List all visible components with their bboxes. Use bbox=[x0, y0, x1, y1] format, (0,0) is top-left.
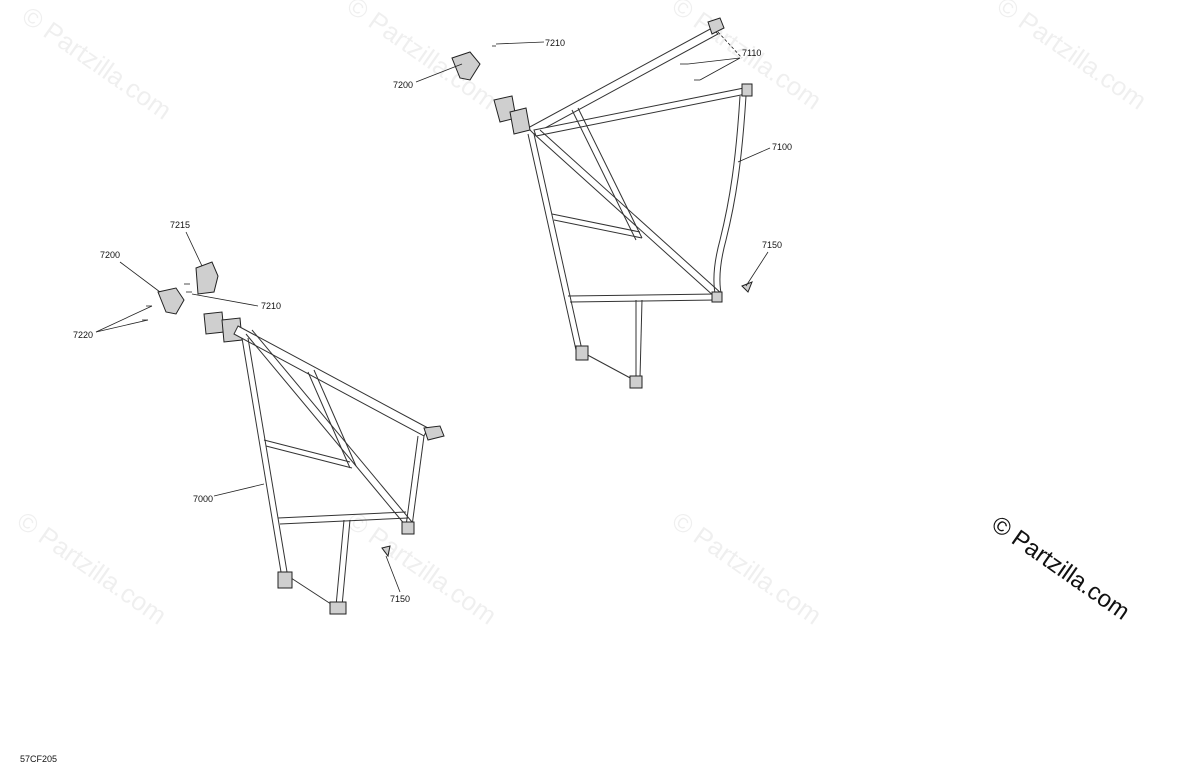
rear-bottom-anchor-left bbox=[575, 345, 589, 361]
watermark-text: © Partzilla.com bbox=[12, 505, 173, 630]
callout-7100-rear: 7100 bbox=[772, 142, 792, 152]
watermark-text: © Partzilla.com bbox=[342, 0, 503, 115]
diagram-code: 57CF205 bbox=[20, 754, 57, 764]
front-right-edge-strap bbox=[405, 435, 419, 527]
watermark-layer: © Partzilla.com © Partzilla.com © Partzi… bbox=[12, 0, 1153, 630]
callout-7220-front: 7220 bbox=[73, 330, 93, 340]
rear-retainer-icon bbox=[741, 281, 753, 293]
front-top-strap bbox=[233, 325, 429, 437]
rear-upper-anchor bbox=[707, 17, 725, 35]
partzilla-watermark: © Partzilla.com bbox=[987, 511, 1135, 626]
callout-7150-rear: 7150 bbox=[762, 240, 782, 250]
front-lower-strap bbox=[335, 519, 345, 607]
front-bracket-icon bbox=[157, 287, 185, 315]
watermark-text: © Partzilla.com bbox=[667, 505, 828, 630]
rear-corner-anchor bbox=[711, 291, 723, 303]
callout-7200-front: 7200 bbox=[100, 250, 120, 260]
front-bottom-anchor-left bbox=[277, 571, 293, 589]
rear-diagonal-strap-2 bbox=[571, 109, 637, 241]
rear-bottom-strap bbox=[567, 293, 717, 297]
front-retainer-icon bbox=[381, 545, 391, 558]
watermark-text: © Partzilla.com bbox=[342, 505, 503, 630]
front-diagonal-strap bbox=[245, 333, 407, 527]
rear-right-anchor bbox=[741, 83, 753, 97]
rear-diagonal-strap bbox=[533, 133, 717, 299]
watermark-text: © Partzilla.com bbox=[992, 0, 1153, 115]
front-left-edge-strap bbox=[241, 337, 283, 579]
front-corner-anchor bbox=[401, 521, 415, 535]
front-mid-strap bbox=[263, 439, 351, 463]
callout-7215-front: 7215 bbox=[170, 220, 190, 230]
front-callouts: 7215 7200 7210 7220 7000 7150 bbox=[73, 220, 410, 604]
rear-bracket-icon bbox=[451, 51, 481, 81]
front-right-anchor bbox=[423, 425, 445, 441]
front-bottom-strap bbox=[277, 511, 407, 519]
rear-left-edge-strap bbox=[527, 133, 577, 351]
rear-callouts: 7210 7200 7110 7100 7150 bbox=[393, 31, 792, 287]
front-buckle-icon bbox=[203, 311, 225, 335]
callout-7000-front: 7000 bbox=[193, 494, 213, 504]
rear-right-edge-strap bbox=[713, 95, 741, 299]
callout-7210-front: 7210 bbox=[261, 301, 281, 311]
front-diagonal-strap-2 bbox=[307, 371, 351, 469]
watermark-text: © Partzilla.com bbox=[17, 0, 178, 125]
front-net-assembly bbox=[142, 261, 445, 615]
callout-7150-front: 7150 bbox=[390, 594, 410, 604]
rear-mid-strap bbox=[551, 213, 641, 233]
rear-net-assembly bbox=[451, 17, 753, 389]
callout-7210-rear: 7210 bbox=[545, 38, 565, 48]
rear-bottom-anchor-right bbox=[629, 375, 643, 389]
front-plate-icon bbox=[195, 261, 219, 295]
front-bottom-anchor-right bbox=[329, 601, 347, 615]
callout-7200-rear: 7200 bbox=[393, 80, 413, 90]
callout-7110-rear: 7110 bbox=[742, 48, 761, 58]
rear-top-strap bbox=[527, 27, 719, 135]
